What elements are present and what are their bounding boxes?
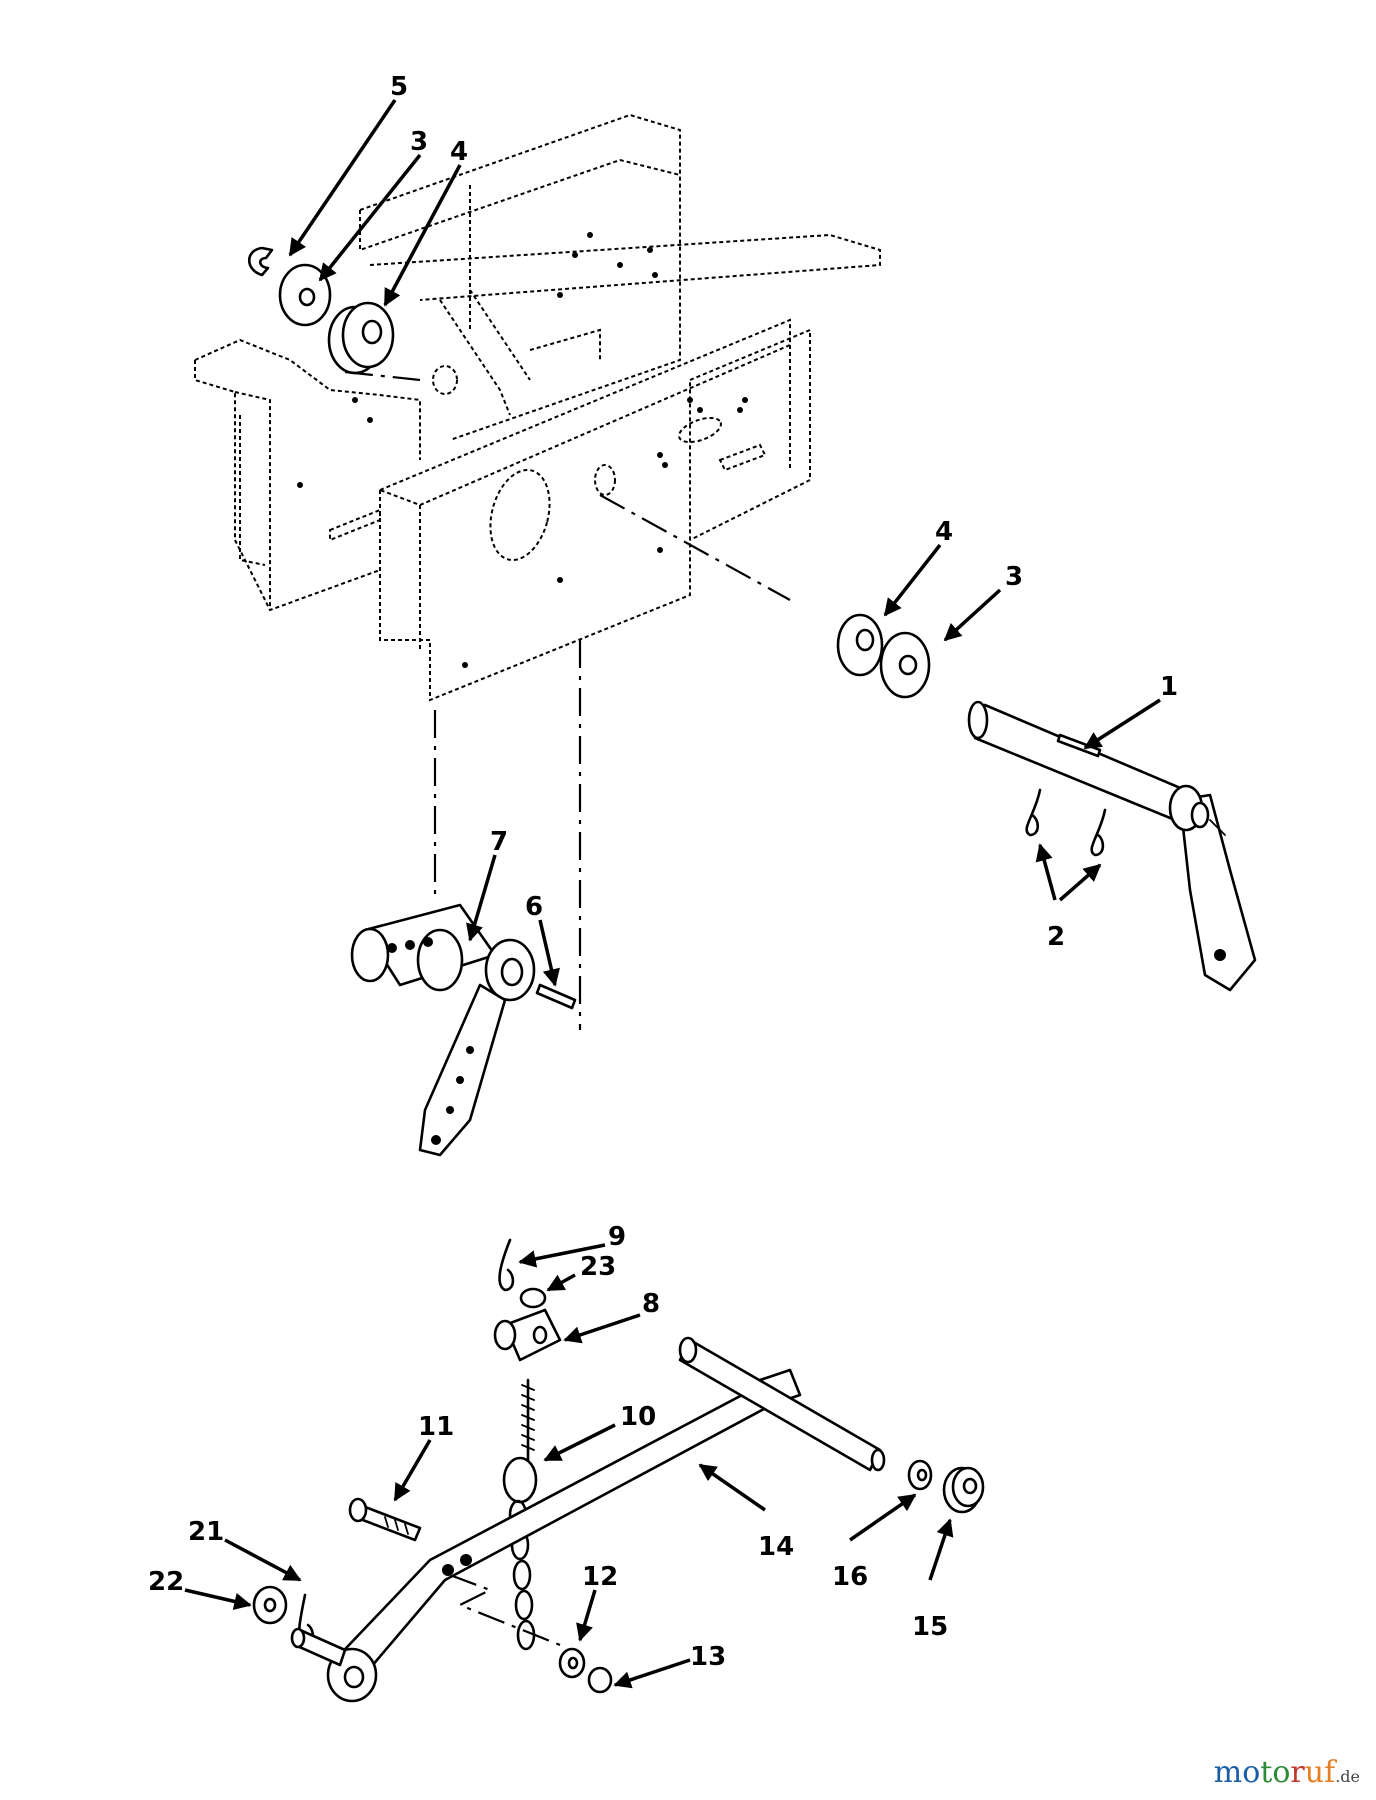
callout-9: 9 (608, 1222, 626, 1252)
watermark-part-3: r (1290, 1755, 1305, 1790)
callout-23: 23 (580, 1252, 616, 1282)
callout-3-lower: 3 (1005, 562, 1023, 592)
watermark-part-4: uf (1304, 1755, 1336, 1790)
swivel-part (493, 1308, 562, 1362)
assembly-line-lower (449, 1573, 561, 1647)
watermark-logo: motoruf.de (1214, 1755, 1360, 1790)
bushing-part-15 (942, 1466, 985, 1514)
washer-part-22 (252, 1585, 288, 1625)
washer-part-16 (907, 1459, 933, 1491)
callout-13: 13 (690, 1642, 726, 1672)
watermark-tld: .de (1335, 1767, 1360, 1786)
watermark-part-1: mo (1213, 1755, 1261, 1790)
callout-8: 8 (642, 1289, 660, 1319)
tractor-frame (194, 113, 881, 702)
callout-21: 21 (188, 1517, 224, 1547)
callout-7: 7 (490, 827, 508, 857)
assembly-line-shaft (599, 494, 791, 601)
watermark-part-2: to (1260, 1755, 1291, 1790)
callout-6: 6 (525, 892, 543, 922)
bushing-part-upper (327, 301, 395, 375)
callout-10: 10 (620, 1402, 656, 1432)
key-part (535, 983, 577, 1010)
callout-22: 22 (148, 1567, 184, 1597)
washer-part-right (879, 631, 931, 699)
callout-2: 2 (1047, 922, 1065, 952)
callout-12: 12 (582, 1562, 618, 1592)
bushing-part-right (836, 613, 884, 677)
hairpin-parts (1025, 788, 1107, 857)
lift-arm-part (350, 903, 536, 1157)
eyebolt-chain-part (502, 1378, 538, 1651)
callout-16: 16 (832, 1562, 868, 1592)
callout-5: 5 (390, 72, 408, 102)
lift-shaft-part (967, 700, 1257, 992)
callout-14: 14 (758, 1532, 794, 1562)
pin-part (290, 1627, 347, 1667)
callout-15: 15 (912, 1612, 948, 1642)
callout-1: 1 (1160, 672, 1178, 702)
hairpin-part-lower (498, 1238, 515, 1292)
nut-part-23 (519, 1287, 547, 1309)
washer-part-upper (278, 263, 332, 327)
washer-part-12 (558, 1647, 586, 1679)
cross-shaft-part (678, 1336, 886, 1472)
callout-3-upper: 3 (410, 127, 428, 157)
callout-11: 11 (418, 1412, 454, 1442)
e-clip-part (247, 246, 274, 277)
nut-part-13 (587, 1666, 613, 1694)
callout-arrows (184, 99, 1161, 1689)
bolt-part (348, 1497, 422, 1542)
callout-labels: 5 3 4 4 3 1 2 7 6 9 23 8 11 10 21 14 22 … (148, 72, 1178, 1672)
callout-4-upper: 4 (450, 137, 468, 167)
callout-4-lower: 4 (935, 517, 953, 547)
